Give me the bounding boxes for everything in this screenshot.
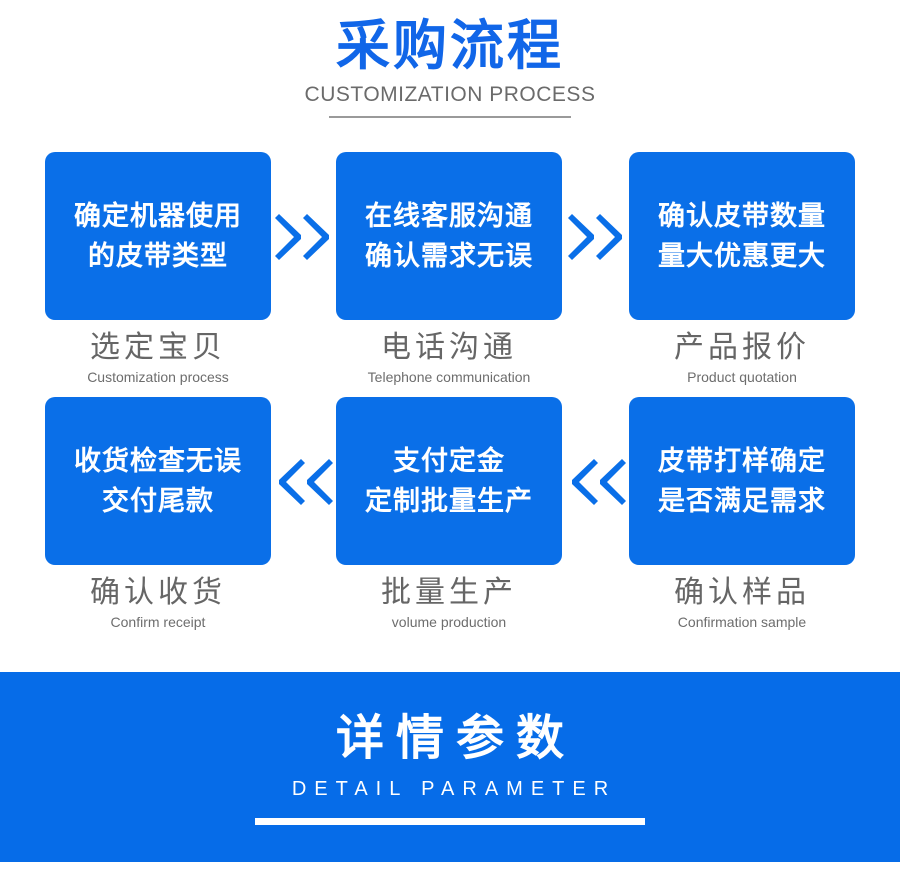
process-step-5-line-1: 支付定金 (393, 446, 505, 476)
double-chevron-left-icon-2 (566, 459, 628, 505)
process-step-3-label-cn: 产品报价 (674, 331, 810, 364)
page-header: 采购流程 CUSTOMIZATION PROCESS (0, 14, 900, 118)
process-step-2-label-en: Telephone communication (367, 369, 531, 385)
process-step-3-line-2: 量大优惠更大 (658, 241, 826, 271)
process-flow: 确定机器使用 的皮带类型 选定宝贝 Customization process … (0, 152, 900, 642)
process-row-1: 确定机器使用 的皮带类型 选定宝贝 Customization process … (0, 152, 900, 397)
double-chevron-left-icon-1 (273, 459, 335, 505)
process-step-1-box[interactable]: 确定机器使用 的皮带类型 (45, 152, 271, 320)
process-step-2-box[interactable]: 在线客服沟通 确认需求无误 (336, 152, 562, 320)
double-chevron-right-icon-2 (566, 214, 628, 260)
page-title-cn: 采购流程 (336, 16, 564, 76)
process-step-2[interactable]: 在线客服沟通 确认需求无误 电话沟通 Telephone communicati… (336, 152, 562, 387)
process-step-1[interactable]: 确定机器使用 的皮带类型 选定宝贝 Customization process (45, 152, 271, 387)
process-step-4-line-1: 皮带打样确定 (658, 446, 826, 476)
process-step-5-label-en: volume production (391, 614, 507, 630)
banner-divider (255, 817, 645, 825)
page-title-en: CUSTOMIZATION PROCESS (304, 83, 596, 106)
detail-parameter-banner: 详情参数 DETAIL PARAMETER (0, 672, 900, 862)
process-step-3-label-en: Product quotation (687, 369, 797, 385)
process-step-3-box[interactable]: 确认皮带数量 量大优惠更大 (629, 152, 855, 320)
process-step-5-line-2: 定制批量生产 (365, 486, 533, 516)
process-step-3[interactable]: 确认皮带数量 量大优惠更大 产品报价 Product quotation (629, 152, 855, 387)
process-step-6-line-2: 交付尾款 (102, 486, 214, 516)
process-step-6-label-en: Confirm receipt (110, 614, 206, 630)
banner-title-cn: 详情参数 (335, 711, 576, 765)
process-step-2-line-1: 在线客服沟通 (365, 201, 533, 231)
process-step-1-label-en: Customization process (87, 369, 229, 385)
process-step-5-label-cn: 批量生产 (381, 576, 517, 609)
title-divider (329, 116, 571, 118)
process-step-4-box[interactable]: 皮带打样确定 是否满足需求 (629, 397, 855, 565)
process-step-1-line-2: 的皮带类型 (88, 241, 228, 271)
process-step-2-line-2: 确认需求无误 (365, 241, 533, 271)
process-step-3-line-1: 确认皮带数量 (658, 201, 826, 231)
process-step-4-line-2: 是否满足需求 (658, 486, 826, 516)
process-step-1-line-1: 确定机器使用 (74, 201, 242, 231)
process-step-6-line-1: 收货检查无误 (74, 446, 242, 476)
process-step-2-label-cn: 电话沟通 (381, 331, 517, 364)
process-step-4[interactable]: 皮带打样确定 是否满足需求 确认样品 Confirmation sample (629, 397, 855, 632)
process-step-5-box[interactable]: 支付定金 定制批量生产 (336, 397, 562, 565)
process-step-6-box[interactable]: 收货检查无误 交付尾款 (45, 397, 271, 565)
process-step-1-label-cn: 选定宝贝 (90, 331, 226, 364)
process-step-6[interactable]: 收货检查无误 交付尾款 确认收货 Confirm receipt (45, 397, 271, 632)
process-row-2: 收货检查无误 交付尾款 确认收货 Confirm receipt 支付定金 定制… (0, 397, 900, 642)
process-step-5[interactable]: 支付定金 定制批量生产 批量生产 volume production (336, 397, 562, 632)
banner-title-en: DETAIL PARAMETER (291, 777, 617, 800)
process-step-4-label-en: Confirmation sample (677, 614, 807, 630)
process-step-6-label-cn: 确认收货 (90, 576, 226, 609)
double-chevron-right-icon-1 (273, 214, 335, 260)
process-step-4-label-cn: 确认样品 (674, 576, 810, 609)
